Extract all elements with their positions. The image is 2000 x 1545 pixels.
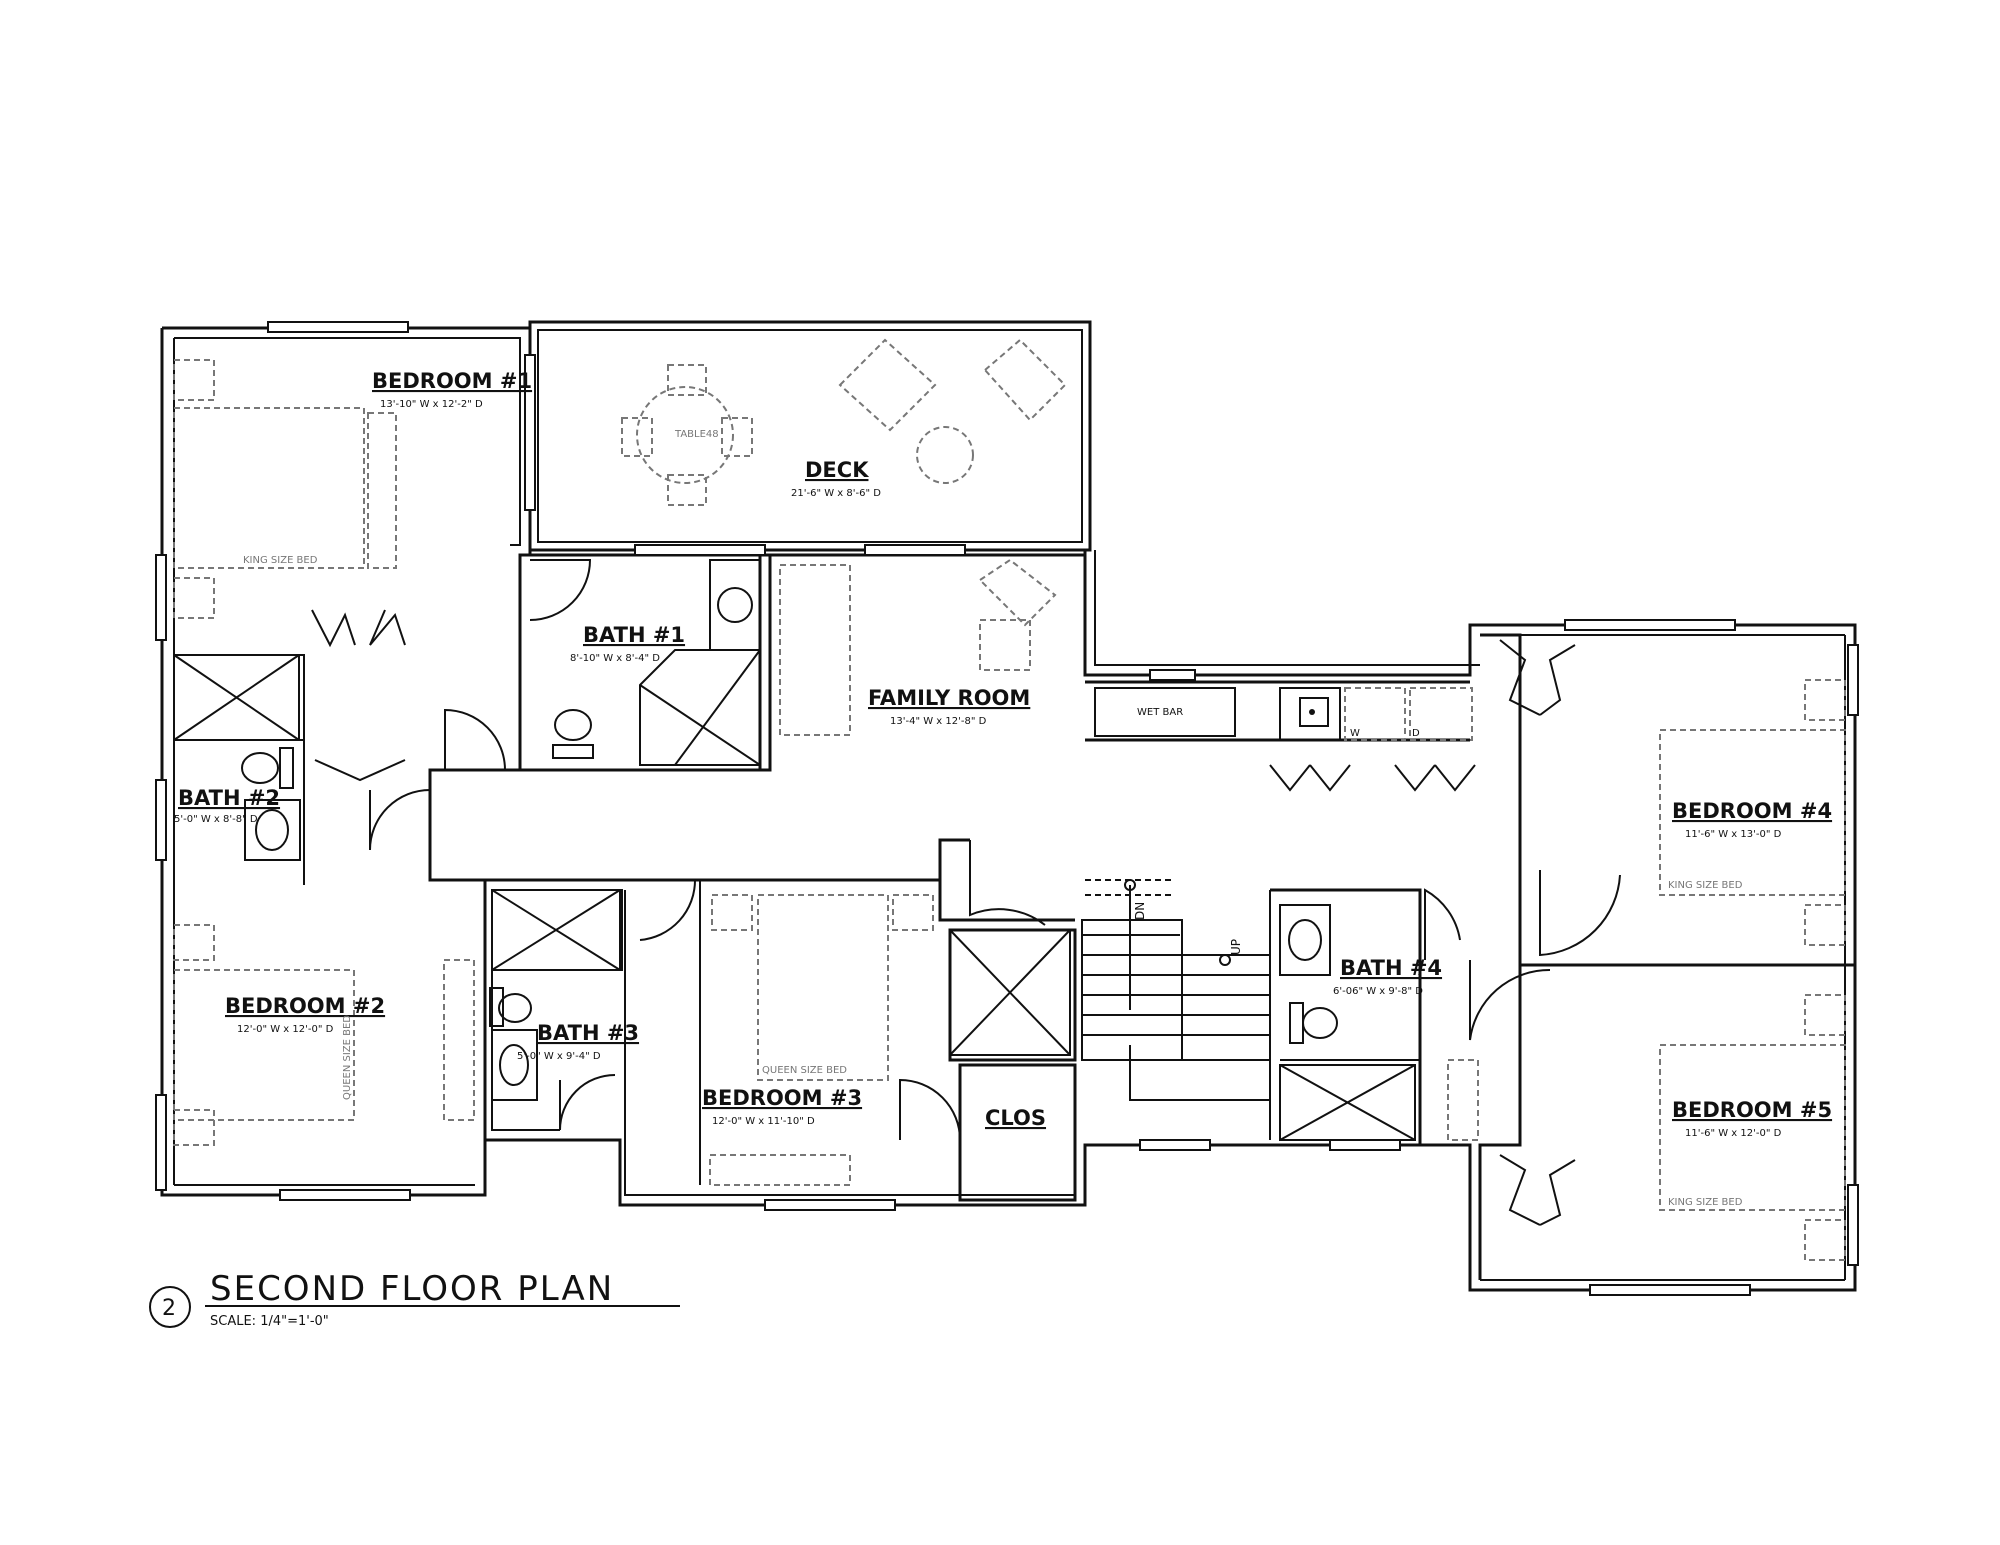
sheet-number: 2	[162, 1296, 176, 1321]
plan-title: SECOND FLOOR PLAN	[210, 1269, 614, 1309]
bedroom-1-dim: 13'-10" W x 12'-2" D	[380, 399, 483, 410]
stairs-up-label: UP	[1229, 939, 1243, 955]
sheet-number-circle	[149, 1286, 191, 1328]
bedroom-5-name: BEDROOM #5	[1672, 1098, 1832, 1122]
bedroom-2-bed: QUEEN SIZE BED	[342, 1015, 353, 1100]
deck-dim: 21'-6" W x 8'-6" D	[791, 488, 881, 499]
bath-3-name: BATH #3	[537, 1021, 639, 1045]
bath-1-name: BATH #1	[583, 623, 685, 647]
windows	[155, 321, 1859, 1296]
room-labels: BEDROOM #1 13'-10" W x 12'-2" D KING SIZ…	[174, 369, 1832, 1208]
bath-4-name: BATH #4	[1340, 956, 1442, 980]
title-block: 2 SECOND FLOOR PLAN SCALE: 1/4"=1'-0"	[149, 1269, 680, 1329]
fixtures	[173, 559, 1473, 1141]
furniture	[173, 338, 1846, 1261]
deck-table: TABLE48	[674, 429, 719, 440]
washer-label: W	[1350, 728, 1360, 739]
stairs	[1082, 879, 1270, 1101]
bath-2-dim: 5'-0" W x 8'-8" D	[174, 814, 258, 825]
deck-name: DECK	[805, 458, 869, 482]
bath-1-dim: 8'-10" W x 8'-4" D	[570, 653, 660, 664]
family-room-dim: 13'-4" W x 12'-8" D	[890, 716, 987, 727]
bedroom-1-name: BEDROOM #1	[372, 369, 532, 393]
stairs-dn-label: DN	[1133, 902, 1147, 920]
doors	[311, 559, 1621, 1226]
bedroom-4-bed: KING SIZE BED	[1668, 880, 1743, 891]
bedroom-4-name: BEDROOM #4	[1672, 799, 1832, 823]
bath-3-dim: 5'-0" W x 9'-4" D	[517, 1051, 601, 1062]
bedroom-4-dim: 11'-6" W x 13'-0" D	[1685, 829, 1782, 840]
bedroom-1-bed: KING SIZE BED	[243, 555, 318, 566]
bedroom-2-name: BEDROOM #2	[225, 994, 385, 1018]
plan-scale: SCALE: 1/4"=1'-0"	[210, 1314, 329, 1329]
closet-label: CLOS	[985, 1106, 1046, 1130]
bedroom-2-dim: 12'-0" W x 12'-0" D	[237, 1024, 334, 1035]
dryer-label: D	[1412, 728, 1420, 739]
bedroom-3-bed: QUEEN SIZE BED	[762, 1065, 847, 1076]
bedroom-3-name: BEDROOM #3	[702, 1086, 862, 1110]
family-room-name: FAMILY ROOM	[868, 686, 1030, 710]
bedroom-3-dim: 12'-0" W x 11'-10" D	[712, 1116, 815, 1127]
walls	[160, 320, 1857, 1292]
bedroom-5-dim: 11'-6" W x 12'-0" D	[1685, 1128, 1782, 1139]
bath-4-dim: 6'-06" W x 9'-8" D	[1333, 986, 1423, 997]
wet-bar-label: WET BAR	[1137, 707, 1183, 718]
bath-2-name: BATH #2	[178, 786, 280, 810]
bedroom-5-bed: KING SIZE BED	[1668, 1197, 1743, 1208]
